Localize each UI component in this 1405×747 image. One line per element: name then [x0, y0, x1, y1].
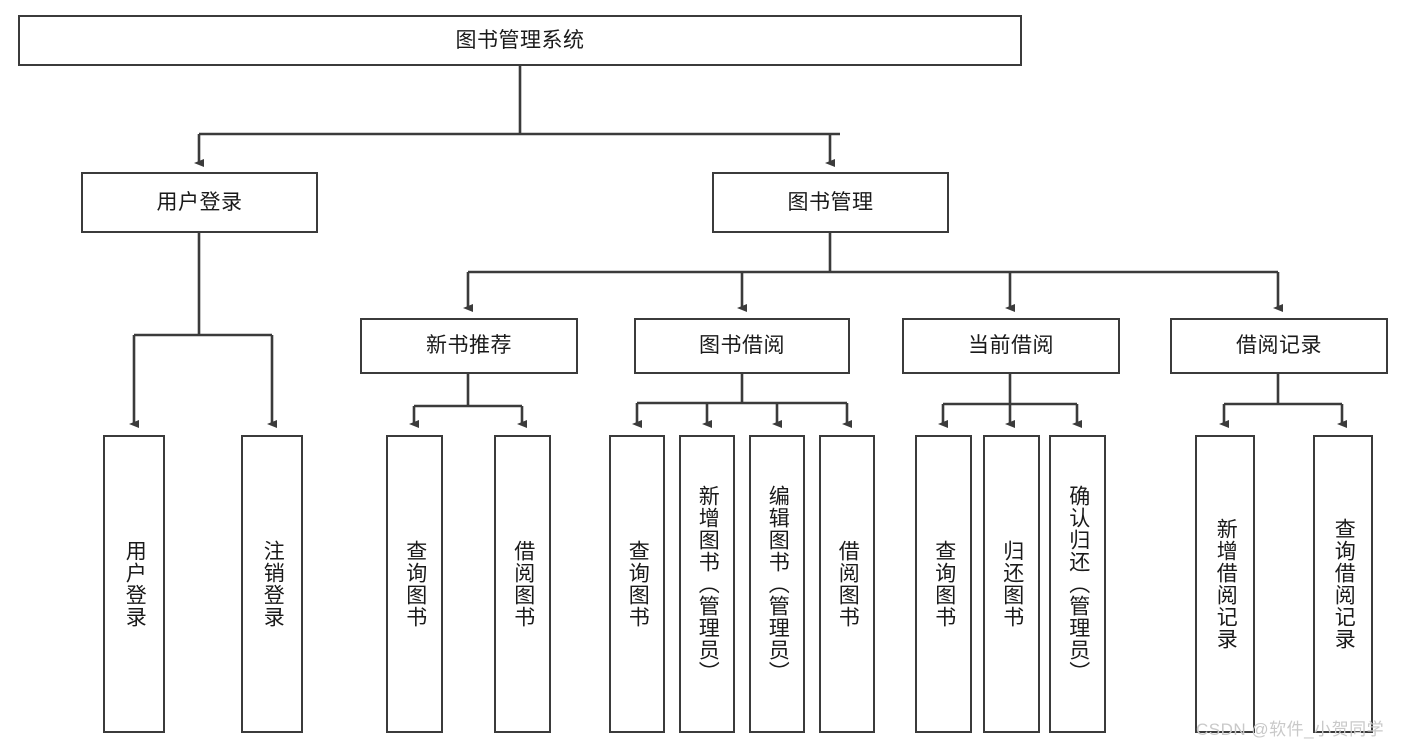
- node-leaf-borrow-book-2-label: 借阅图书: [836, 540, 860, 628]
- node-leaf-query-book-3-label: 查询图书: [932, 540, 956, 628]
- node-leaf-borrow-book-1-label: 借阅图书: [511, 540, 535, 628]
- node-leaf-confirm-return-admin-label: 确认归还（管理员）: [1066, 485, 1090, 683]
- node-leaf-borrow-book-1[interactable]: 借阅图书: [494, 435, 551, 733]
- node-leaf-user-login[interactable]: 用户登录: [103, 435, 165, 733]
- node-leaf-query-book-2[interactable]: 查询图书: [609, 435, 665, 733]
- node-leaf-query-borrow-record[interactable]: 查询借阅记录: [1313, 435, 1373, 733]
- node-leaf-return-book-label: 归还图书: [1000, 540, 1024, 628]
- node-new-book-recommend-label: 新书推荐: [426, 334, 512, 358]
- node-borrow-record[interactable]: 借阅记录: [1170, 318, 1388, 374]
- node-leaf-return-book[interactable]: 归还图书: [983, 435, 1040, 733]
- node-leaf-edit-book-admin-label: 编辑图书（管理员）: [766, 485, 790, 683]
- node-leaf-add-book-admin-label: 新增图书（管理员）: [696, 485, 720, 683]
- node-leaf-add-borrow-record[interactable]: 新增借阅记录: [1195, 435, 1255, 733]
- node-leaf-query-borrow-record-label: 查询借阅记录: [1332, 518, 1356, 650]
- node-leaf-logout[interactable]: 注销登录: [241, 435, 303, 733]
- node-leaf-confirm-return-admin[interactable]: 确认归还（管理员）: [1049, 435, 1106, 733]
- csdn-watermark: CSDN @软件_小贺同学: [1196, 720, 1385, 739]
- node-leaf-edit-book-admin[interactable]: 编辑图书（管理员）: [749, 435, 805, 733]
- node-book-borrow-label: 图书借阅: [699, 334, 785, 358]
- node-book-management[interactable]: 图书管理: [712, 172, 949, 233]
- node-leaf-query-book-3[interactable]: 查询图书: [915, 435, 972, 733]
- node-root-label: 图书管理系统: [455, 28, 585, 52]
- node-book-management-label: 图书管理: [787, 190, 874, 214]
- node-book-borrow[interactable]: 图书借阅: [634, 318, 850, 374]
- node-leaf-query-book-2-label: 查询图书: [626, 540, 650, 628]
- node-current-borrow-label: 当前借阅: [968, 334, 1054, 358]
- node-user-login-label: 用户登录: [156, 190, 243, 214]
- node-root[interactable]: 图书管理系统: [18, 15, 1022, 66]
- node-new-book-recommend[interactable]: 新书推荐: [360, 318, 578, 374]
- node-leaf-user-login-label: 用户登录: [123, 540, 147, 628]
- node-leaf-query-book-1[interactable]: 查询图书: [386, 435, 443, 733]
- node-leaf-logout-label: 注销登录: [261, 540, 285, 628]
- node-leaf-add-borrow-record-label: 新增借阅记录: [1214, 518, 1238, 650]
- node-leaf-query-book-1-label: 查询图书: [403, 540, 427, 628]
- node-user-login[interactable]: 用户登录: [81, 172, 318, 233]
- node-current-borrow[interactable]: 当前借阅: [902, 318, 1120, 374]
- node-borrow-record-label: 借阅记录: [1236, 334, 1322, 358]
- node-leaf-add-book-admin[interactable]: 新增图书（管理员）: [679, 435, 735, 733]
- node-leaf-borrow-book-2[interactable]: 借阅图书: [819, 435, 875, 733]
